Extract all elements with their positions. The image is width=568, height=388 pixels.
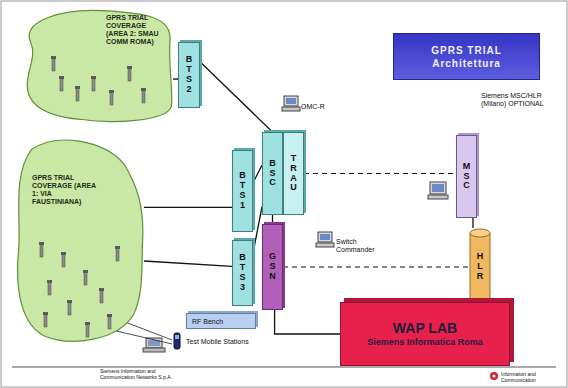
antenna-mast [110, 92, 113, 105]
area-label: GPRS TRIAL COVERAGE (AREA 2: SMAU COMM R… [106, 14, 162, 46]
element-name: TRAU [289, 154, 298, 194]
antenna-mast [44, 314, 47, 327]
network-element: BTS 1 [232, 150, 253, 232]
antenna-mast [108, 316, 111, 329]
antenna-head [59, 76, 64, 79]
coverage-area: GPRS TRIAL COVERAGE (AREA 2: SMAU COMM R… [18, 6, 173, 124]
antenna-mast [62, 254, 65, 267]
antenna-head [91, 76, 96, 79]
bench-box: RF Bench [186, 313, 256, 329]
blob-shape [18, 140, 143, 341]
blob-outline [18, 6, 173, 124]
blob-shape [27, 10, 172, 121]
antenna-mast [86, 324, 89, 337]
omc-computer [282, 96, 300, 111]
antenna-mast [92, 78, 95, 91]
antenna-head [75, 86, 80, 89]
network-element: BSC [262, 132, 283, 215]
antenna-mast [48, 282, 51, 295]
msc-computer [428, 182, 448, 199]
antennas [18, 6, 173, 124]
antenna-head [85, 322, 90, 325]
network-element: GSN [262, 224, 283, 310]
title-text: GPRS TRIAL Architettura [421, 44, 513, 70]
antenna-head [99, 288, 104, 291]
cylinder-body [470, 233, 490, 305]
baseline [12, 367, 556, 368]
company-name: Siemens Information and Communication Ne… [100, 369, 180, 381]
area-label: GPRS TRIAL COVERAGE (AREA 1: VIA FAUSTIN… [32, 174, 102, 206]
connector [144, 261, 232, 266]
antenna-head [67, 300, 72, 303]
antenna-mast [40, 244, 43, 257]
connector [283, 266, 469, 267]
antenna-head [109, 90, 114, 93]
connector [275, 310, 340, 334]
element-name: BTS 3 [238, 253, 247, 293]
element-name: BTS 2 [185, 55, 194, 95]
connector [304, 173, 456, 174]
antenna-head [39, 242, 44, 245]
antenna-head [107, 314, 112, 317]
connector [253, 207, 262, 254]
title-box: GPRS TRIAL Architettura [393, 33, 540, 80]
antenna-head [43, 312, 48, 315]
device-label: Test Mobile Stations [186, 338, 286, 346]
mobile-phone [174, 333, 180, 349]
network-element: BTS 2 [178, 42, 200, 108]
radio-link [120, 320, 172, 340]
antenna-mast [116, 248, 119, 261]
antenna-mast [60, 78, 63, 91]
cylinder-top [470, 229, 490, 237]
element-name: MSC [462, 162, 471, 192]
antenna-mast [128, 68, 131, 81]
antenna-head [51, 56, 56, 59]
element-name: GSN [268, 252, 277, 282]
siemens-logo [490, 372, 498, 380]
connector [472, 218, 473, 228]
element-name: HLR [476, 252, 485, 282]
blob-outline [12, 132, 144, 347]
antenna-head [127, 66, 132, 69]
network-element: MSC [456, 135, 477, 218]
logo-text: Information and Communication [501, 372, 563, 384]
antenna-mast [76, 88, 79, 101]
antenna-head [47, 280, 52, 283]
antenna-mast [142, 90, 145, 103]
antenna-mast [100, 290, 103, 303]
lab-name: WAP LAB [393, 320, 457, 338]
antenna-head [115, 246, 120, 249]
antenna-head [141, 88, 146, 91]
antenna-mast [84, 272, 87, 285]
connector [253, 165, 262, 183]
coverage-area: GPRS TRIAL COVERAGE (AREA 1: VIA FAUSTIN… [12, 132, 144, 347]
connector [200, 62, 273, 132]
radio-link [112, 330, 172, 344]
network-element: TRAU [283, 132, 304, 215]
antennas [12, 132, 144, 347]
network-element: BTS 3 [232, 240, 253, 306]
lab-box: WAP LABSiemens Informatica Roma [340, 302, 510, 366]
connector [144, 207, 232, 208]
switch-commander-computer [316, 232, 334, 247]
site-note: Siemens MSC/HLR (Milano) OPTIONAL [481, 92, 553, 108]
computer-label: Switch Commander [336, 238, 384, 254]
element-name: BSC [268, 159, 277, 189]
connector [272, 215, 273, 224]
antenna-mast [68, 302, 71, 315]
element-name: BTS 1 [238, 171, 247, 211]
database-cylinder: HLR [469, 228, 491, 306]
computer-label: OMC-R [301, 103, 341, 111]
antenna-mast [52, 58, 55, 71]
antenna-head [83, 270, 88, 273]
bench-name: RF Bench [192, 318, 223, 325]
lab-owner: Siemens Informatica Roma [367, 337, 483, 348]
antenna-head [61, 252, 66, 255]
